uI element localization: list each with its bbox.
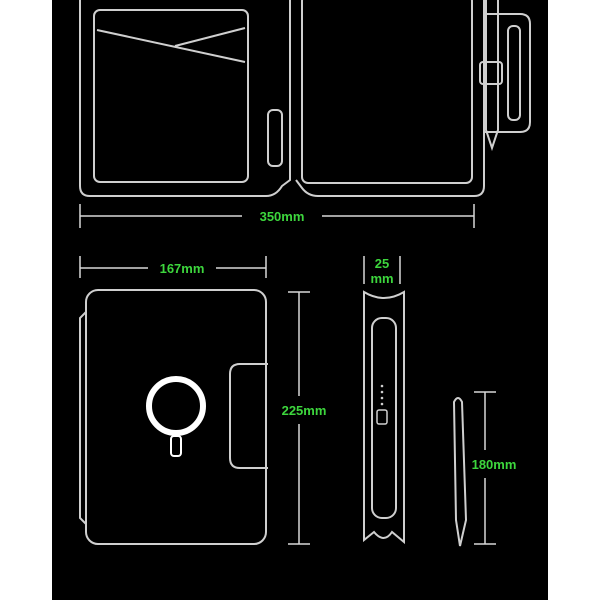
open-width-dimension (79, 204, 475, 228)
side-view-outline (363, 290, 405, 545)
pen-holder-strap (484, 13, 531, 133)
closed-folio-back-edge (79, 311, 87, 525)
card-slot-lines (96, 27, 246, 63)
pen-drawing (452, 397, 468, 547)
thickness-label-value: 25 (375, 256, 389, 271)
diagram-background (52, 0, 548, 600)
thickness-dimension (363, 256, 401, 284)
side-view-spine-groove (371, 317, 397, 519)
pen-outline (452, 397, 468, 547)
open-folio-left-panel (79, 0, 291, 197)
spine-clasp (267, 109, 283, 167)
pen-length-label: 180mm (472, 457, 517, 472)
height-label: 225mm (282, 403, 327, 418)
notepad-area (301, 0, 473, 184)
closed-width-label: 167mm (160, 261, 205, 276)
closed-folio-drawing (79, 289, 268, 545)
magnetic-charging-ring-icon (146, 376, 206, 457)
open-width-label: 350mm (260, 209, 305, 224)
closed-width-dimension (79, 256, 267, 278)
open-folio-drawing (79, 0, 531, 197)
pen-length-dimension (474, 391, 496, 545)
closed-folio-clasp (229, 363, 268, 469)
power-indicator-dots (380, 384, 384, 406)
card-pocket (93, 9, 249, 183)
side-view-drawing (363, 290, 405, 545)
open-folio-right-panel (295, 0, 485, 197)
thickness-label-unit: mm (370, 271, 393, 286)
usb-port (376, 409, 388, 425)
height-dimension (288, 291, 310, 545)
